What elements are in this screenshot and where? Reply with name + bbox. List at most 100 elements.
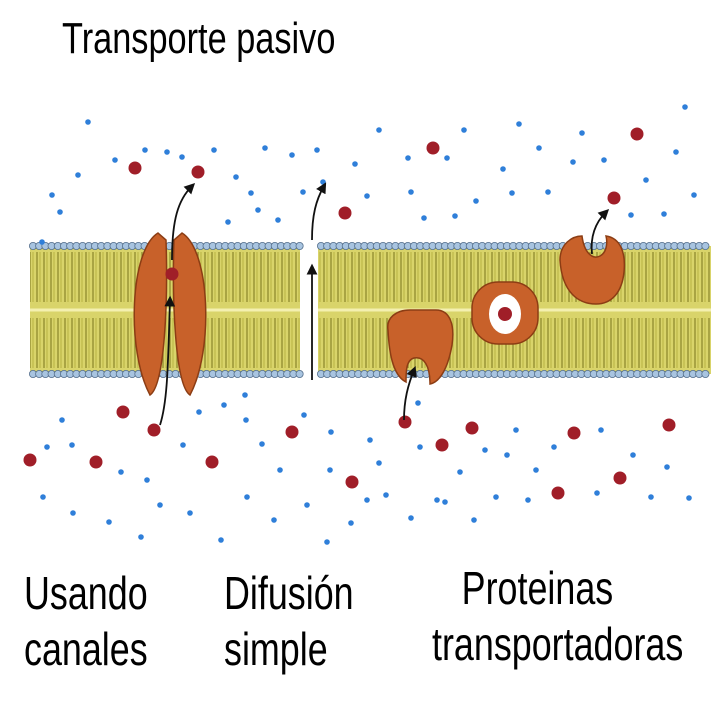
small-solute <box>85 119 91 125</box>
small-solute <box>533 467 539 473</box>
small-solute <box>661 211 667 217</box>
small-solute <box>352 161 358 167</box>
small-solute <box>461 127 467 133</box>
small-solute <box>304 502 310 508</box>
small-solute <box>364 193 370 199</box>
small-solute <box>324 539 330 545</box>
small-solute <box>262 145 268 151</box>
small-solute <box>473 198 479 204</box>
small-solute <box>421 215 427 221</box>
small-solute <box>648 494 654 500</box>
small-solute <box>664 464 670 470</box>
large-solute <box>129 162 142 175</box>
small-solute <box>444 155 450 161</box>
large-solute <box>346 476 359 489</box>
small-solute <box>75 172 81 178</box>
small-solute <box>142 147 148 153</box>
small-solute <box>457 469 463 475</box>
small-solute <box>320 179 326 185</box>
small-solute <box>314 147 320 153</box>
small-solute <box>248 190 254 196</box>
lipid-head <box>296 242 303 249</box>
large-solute <box>568 427 581 440</box>
large-solute <box>436 439 449 452</box>
small-solute <box>112 157 118 163</box>
small-solute <box>277 467 283 473</box>
small-solute <box>579 130 585 136</box>
small-solute <box>570 159 576 165</box>
small-solute <box>301 412 307 418</box>
small-solute <box>138 534 144 540</box>
small-solute <box>300 189 306 195</box>
small-solute <box>364 497 370 503</box>
lipid-head <box>702 242 709 249</box>
small-solute <box>106 519 112 525</box>
large-solute <box>399 416 412 429</box>
small-solute <box>682 104 688 110</box>
small-solute <box>164 149 170 155</box>
small-solute <box>691 192 697 198</box>
small-solute <box>686 495 692 501</box>
small-solute <box>244 494 250 500</box>
small-solute <box>452 213 458 219</box>
small-solute <box>405 155 411 161</box>
small-solute <box>415 400 421 406</box>
small-solute <box>598 427 604 433</box>
small-solute <box>628 212 634 218</box>
solute-in-carrier <box>498 307 512 321</box>
small-solute <box>327 467 333 473</box>
small-solute <box>417 444 423 450</box>
small-solute <box>328 429 334 435</box>
small-solute <box>509 190 515 196</box>
small-solute <box>493 494 499 500</box>
large-solute <box>117 406 130 419</box>
small-solute <box>40 494 46 500</box>
small-solute <box>504 452 510 458</box>
small-solute <box>243 417 249 423</box>
small-solute <box>594 490 600 496</box>
small-solute <box>70 510 76 516</box>
large-solute <box>339 207 352 220</box>
small-solute <box>179 154 185 160</box>
small-solute <box>434 497 440 503</box>
small-solute <box>536 145 542 151</box>
small-solute <box>118 469 124 475</box>
small-solute <box>157 502 163 508</box>
small-solute <box>500 166 506 172</box>
small-solute <box>545 189 551 195</box>
small-solute <box>242 392 248 398</box>
large-solute <box>24 454 37 467</box>
small-solute <box>376 127 382 133</box>
small-solute <box>408 515 414 521</box>
large-solute <box>192 166 205 179</box>
small-solute <box>225 219 231 225</box>
small-solute <box>233 174 239 180</box>
large-solute <box>631 128 644 141</box>
small-solute <box>630 452 636 458</box>
large-solute <box>614 472 627 485</box>
small-solute <box>516 121 522 127</box>
small-solute <box>196 409 202 415</box>
small-solute <box>211 147 217 153</box>
small-solute <box>39 239 45 245</box>
small-solute <box>218 537 224 543</box>
small-solute <box>367 437 373 443</box>
large-solute <box>466 422 479 435</box>
large-solute <box>608 192 621 205</box>
small-solute <box>289 152 295 158</box>
small-solute <box>275 217 281 223</box>
small-solute <box>69 442 75 448</box>
lipid-head <box>296 370 303 377</box>
small-solute <box>271 517 277 523</box>
small-solute <box>49 192 55 198</box>
large-solute <box>206 456 219 469</box>
small-solute <box>673 149 679 155</box>
small-solute <box>255 207 261 213</box>
large-solute <box>552 487 565 500</box>
small-solute <box>408 189 414 195</box>
small-solute <box>144 477 150 483</box>
large-solute <box>427 142 440 155</box>
large-solute <box>286 426 299 439</box>
carrier-protein-closed <box>472 282 538 344</box>
